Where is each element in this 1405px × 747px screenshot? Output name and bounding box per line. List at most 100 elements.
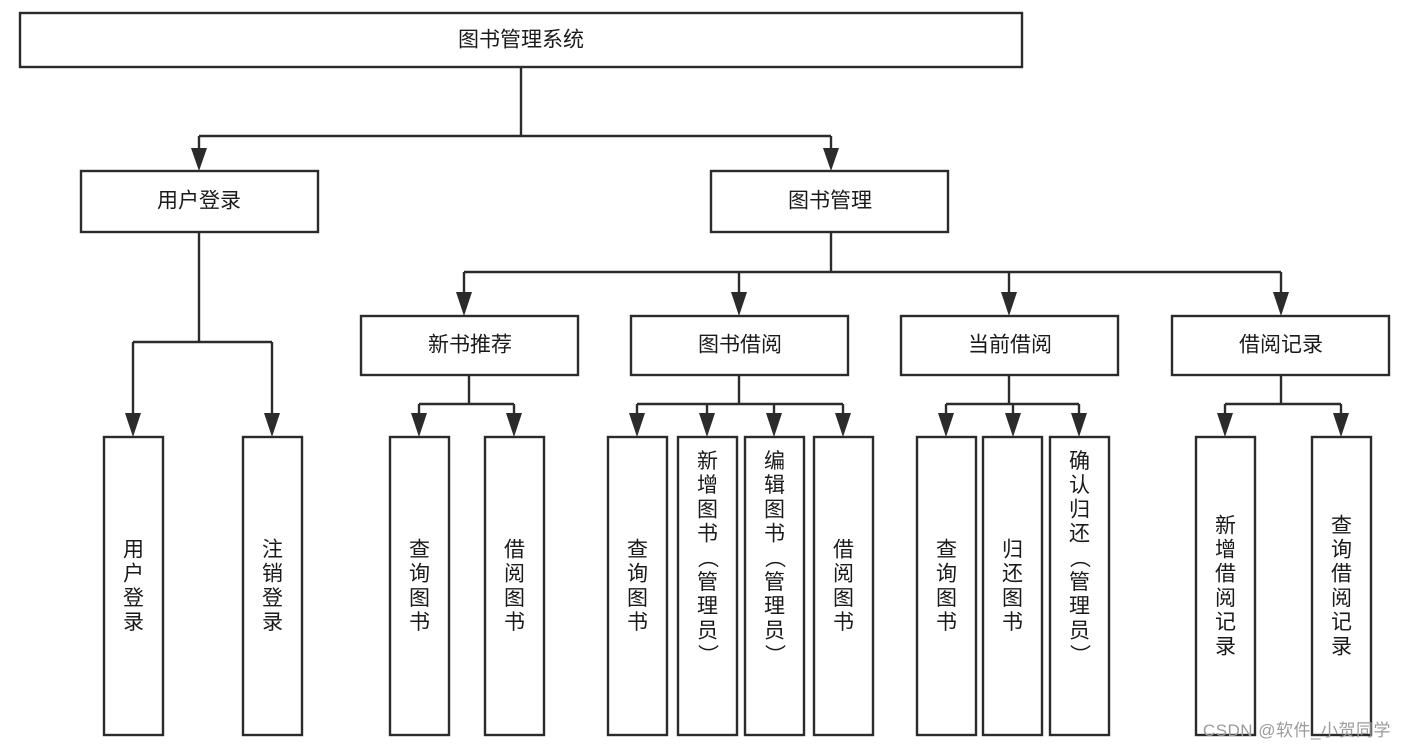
leaf-label-glyph: 录 <box>262 611 283 634</box>
node-book-borrow[interactable]: 图书借阅 <box>629 314 850 377</box>
leaf-label-glyph: 书 <box>627 611 648 634</box>
leaf-label-glyph: 查 <box>1331 514 1352 537</box>
leaf-label-glyph: 员 <box>1069 619 1090 642</box>
node-leaf-borrow-book-1-box[interactable] <box>483 435 546 737</box>
node-leaf-add-record-box[interactable] <box>1194 435 1257 737</box>
leaf-label-glyph: 新 <box>697 450 718 473</box>
leaf-label-glyph: 询 <box>627 563 648 586</box>
arrow-head-leaf-user-logout <box>264 413 280 437</box>
node-current-borrow[interactable]: 当前借阅 <box>899 314 1120 377</box>
leaf-label-glyph: 图 <box>504 587 525 610</box>
node-leaf-add-book-box[interactable] <box>676 435 739 737</box>
leaf-label-layer: 用户登录注销登录查询图书借阅图书查询图书新增图书（管理员）编辑图书（管理员）借阅… <box>123 450 1352 665</box>
node-leaf-user-logout-box[interactable] <box>241 435 304 737</box>
leaf-label-glyph: 书 <box>764 522 785 545</box>
leaf-label-glyph: 录 <box>1331 635 1352 658</box>
leaf-label-glyph: 阅 <box>504 563 525 586</box>
node-current-borrow-box[interactable] <box>899 314 1120 377</box>
node-leaf-user-login-box[interactable] <box>102 435 165 737</box>
connector-layer <box>125 67 1349 437</box>
leaf-label-glyph: 阅 <box>1331 587 1352 610</box>
leaf-label-glyph: （ <box>696 547 719 568</box>
node-leaf-edit-book-box[interactable] <box>743 435 806 737</box>
leaf-label-glyph: 销 <box>262 563 283 586</box>
leaf-label-glyph: 图 <box>936 587 957 610</box>
node-borrow-record[interactable]: 借阅记录 <box>1170 314 1391 377</box>
node-leaf-query-book-3[interactable] <box>915 435 978 737</box>
leaf-label-glyph: 新 <box>1215 514 1236 537</box>
arrow-head-leaf-query-book-2 <box>629 413 645 437</box>
node-leaf-borrow-book-1[interactable] <box>483 435 546 737</box>
leaf-label-glyph: 归 <box>1069 498 1090 521</box>
leaf-label-glyph: 户 <box>123 563 144 586</box>
leaf-label-glyph: 借 <box>1215 563 1236 586</box>
node-root[interactable]: 图书管理系统 <box>18 11 1024 69</box>
leaf-label-glyph: 书 <box>697 522 718 545</box>
node-borrow-record-box[interactable] <box>1170 314 1391 377</box>
node-leaf-query-book-3-box[interactable] <box>915 435 978 737</box>
node-leaf-query-book-2[interactable] <box>606 435 669 737</box>
node-leaf-query-record-box[interactable] <box>1310 435 1373 737</box>
leaf-label-leaf-user-login: 用户登录 <box>123 538 144 634</box>
leaf-label-glyph: 图 <box>833 587 854 610</box>
leaf-label-glyph: 书 <box>936 611 957 634</box>
leaf-label-glyph: （ <box>763 547 786 568</box>
arrow-head-leaf-query-book-3 <box>938 413 954 437</box>
node-leaf-query-record[interactable] <box>1310 435 1373 737</box>
node-leaf-user-login[interactable] <box>102 435 165 737</box>
leaf-label-glyph: 借 <box>504 538 525 561</box>
arrow-head-leaf-confirm-return <box>1071 413 1087 437</box>
leaf-label-glyph: 理 <box>1069 595 1090 618</box>
leaf-label-glyph: 书 <box>409 611 430 634</box>
node-root-box[interactable] <box>18 11 1024 69</box>
node-book-borrow-box[interactable] <box>629 314 850 377</box>
leaf-label-glyph: 登 <box>262 587 283 610</box>
node-user-login-box[interactable] <box>79 169 320 234</box>
node-new-book-rec-box[interactable] <box>359 314 580 377</box>
leaf-label-glyph: 注 <box>262 538 283 561</box>
node-book-manage-box[interactable] <box>709 169 950 234</box>
node-user-login[interactable]: 用户登录 <box>79 169 320 234</box>
leaf-label-glyph: 查 <box>627 538 648 561</box>
leaf-label-glyph: 借 <box>833 538 854 561</box>
leaf-label-glyph: 编 <box>764 450 785 473</box>
node-new-book-rec-label: 新书推荐 <box>428 334 512 357</box>
node-book-manage-label: 图书管理 <box>788 190 872 213</box>
node-book-manage[interactable]: 图书管理 <box>709 169 950 234</box>
leaf-label-glyph: 图 <box>764 498 785 521</box>
node-leaf-confirm-return-box[interactable] <box>1048 435 1111 737</box>
node-leaf-confirm-return[interactable] <box>1048 435 1111 737</box>
node-new-book-rec[interactable]: 新书推荐 <box>359 314 580 377</box>
leaf-label-glyph: 书 <box>833 611 854 634</box>
leaf-label-glyph: 查 <box>409 538 430 561</box>
node-leaf-borrow-book-2[interactable] <box>812 435 875 737</box>
node-leaf-edit-book[interactable] <box>743 435 806 737</box>
node-leaf-query-book-1-box[interactable] <box>388 435 451 737</box>
node-leaf-add-record[interactable] <box>1194 435 1257 737</box>
leaf-label-glyph: 管 <box>764 571 785 594</box>
leaf-label-glyph: 录 <box>123 611 144 634</box>
leaf-label-glyph: 借 <box>1331 563 1352 586</box>
leaf-label-glyph: 理 <box>764 595 785 618</box>
node-leaf-add-book[interactable] <box>676 435 739 737</box>
arrow-head-leaf-return-book <box>1005 413 1021 437</box>
node-leaf-query-book-1[interactable] <box>388 435 451 737</box>
node-leaf-user-logout[interactable] <box>241 435 304 737</box>
node-leaf-return-book-box[interactable] <box>981 435 1044 737</box>
node-current-borrow-label: 当前借阅 <box>968 334 1052 357</box>
node-leaf-borrow-book-2-box[interactable] <box>812 435 875 737</box>
arrow-head-book-manage <box>823 148 839 171</box>
node-root-label: 图书管理系统 <box>458 29 584 52</box>
node-leaf-return-book[interactable] <box>981 435 1044 737</box>
leaf-label-glyph: 书 <box>1002 611 1023 634</box>
leaf-label-glyph: 确 <box>1069 450 1090 473</box>
leaf-label-glyph: 理 <box>697 595 718 618</box>
node-leaf-query-book-2-box[interactable] <box>606 435 669 737</box>
leaf-label-glyph: ） <box>1068 644 1091 665</box>
